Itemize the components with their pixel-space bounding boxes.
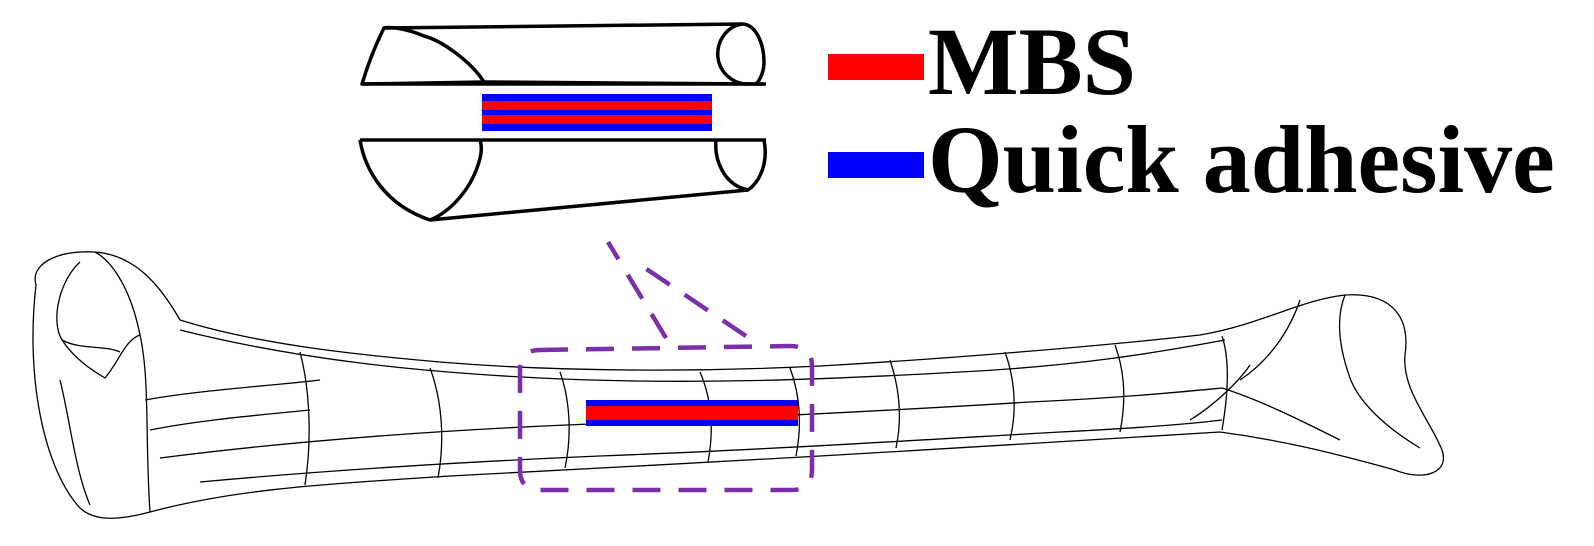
bone-adhesive-top bbox=[586, 400, 798, 406]
bone-adhesive-bottom bbox=[586, 420, 798, 426]
magnified-adhesive-top bbox=[482, 94, 712, 101]
callout-line-right bbox=[634, 260, 748, 338]
magnified-adhesive-middle bbox=[482, 110, 712, 115]
magnified-cylinder bbox=[358, 22, 767, 222]
bone-strip bbox=[586, 400, 798, 426]
magnified-strip bbox=[482, 94, 712, 131]
bone-mbs-strip bbox=[586, 406, 798, 420]
magnified-adhesive-bottom bbox=[482, 124, 712, 131]
callout-box bbox=[517, 343, 815, 493]
magnified-mbs-lower bbox=[482, 115, 712, 124]
callout bbox=[517, 240, 815, 493]
legend-swatch-quick-adhesive bbox=[828, 152, 924, 178]
callout-line-left bbox=[606, 240, 668, 340]
magnified-mbs-upper bbox=[482, 101, 712, 110]
legend-swatch-mbs bbox=[828, 54, 924, 80]
bone-shaft bbox=[32, 251, 1445, 519]
cylinder-upper-half bbox=[360, 25, 486, 86]
legend-label-mbs: MBS bbox=[928, 8, 1137, 115]
legend-label-quick-adhesive: Quick adhesive bbox=[928, 106, 1555, 213]
